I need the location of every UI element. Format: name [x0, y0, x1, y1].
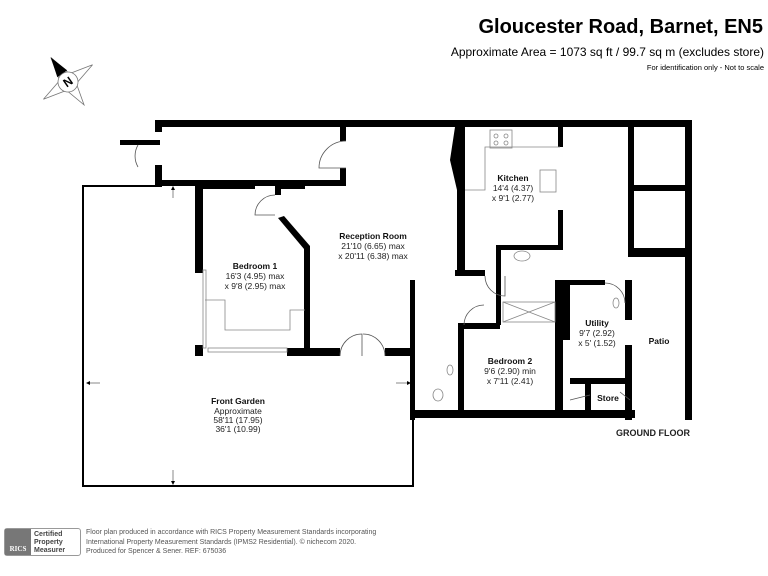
room-name: Utility — [585, 318, 609, 328]
area-summary: Approximate Area = 1073 sq ft / 99.7 sq … — [450, 45, 764, 59]
footer-disclaimer: Floor plan produced in accordance with R… — [86, 528, 376, 557]
garden-outline — [82, 185, 414, 487]
room-reception: Reception Room 21'10 (6.65) max x 20'11 … — [338, 231, 408, 261]
badge-line: Certified — [34, 531, 63, 538]
walls — [120, 120, 692, 420]
room-dimension: x 9'8 (2.95) max — [225, 281, 286, 291]
room-dimension: 9'7 (2.92) — [579, 328, 615, 338]
room-kitchen: Kitchen 14'4 (4.37) x 9'1 (2.77) — [492, 173, 534, 203]
room-dimension: x 5' (1.52) — [578, 338, 616, 348]
room-bedroom-2: Bedroom 2 9'6 (2.90) min x 7'11 (2.41) — [484, 356, 536, 386]
rics-logo: RICS — [5, 529, 31, 555]
room-name: Bedroom 2 — [488, 356, 533, 366]
footer-line: Produced for Spencer & Sener. REF: 67503… — [86, 548, 227, 555]
room-dimension: x 20'11 (6.38) max — [338, 251, 408, 261]
room-dimension: 16'3 (4.95) max — [226, 271, 286, 281]
room-name: Reception Room — [339, 231, 407, 241]
compass-icon: N — [43, 57, 93, 107]
floor-label: GROUND FLOOR — [616, 428, 690, 438]
room-bedroom-1: Bedroom 1 16'3 (4.95) max x 9'8 (2.95) m… — [225, 261, 286, 291]
room-dimension: 9'6 (2.90) min — [484, 366, 536, 376]
room-dimension: 21'10 (6.65) max — [341, 241, 405, 251]
room-name: Kitchen — [497, 173, 528, 183]
room-dimension: x 9'1 (2.77) — [492, 193, 534, 203]
room-utility: Utility 9'7 (2.92) x 5' (1.52) — [578, 318, 616, 348]
room-dimension: 58'11 (17.95) — [213, 415, 262, 425]
room-dimension: Approximate — [214, 406, 262, 416]
room-dimension: 36'1 (10.99) — [215, 424, 260, 434]
room-dimension: x 7'11 (2.41) — [487, 376, 534, 386]
rics-badge: RICS Certified Property Measurer — [4, 528, 81, 556]
rics-logo-text: RICS — [9, 545, 27, 553]
scale-note: For identification only - Not to scale — [646, 63, 764, 72]
room-dimension: 14'4 (4.37) — [493, 183, 534, 193]
fixtures — [134, 129, 631, 402]
room-store: Store — [597, 393, 619, 403]
room-front-garden: Front Garden Approximate 58'11 (17.95) 3… — [211, 396, 265, 434]
room-name: Bedroom 1 — [233, 261, 278, 271]
footer-line: International Property Measurement Stand… — [86, 538, 357, 546]
badge-line: Property — [34, 539, 63, 546]
room-name: Front Garden — [211, 396, 265, 406]
badge-line: Measurer — [34, 547, 66, 554]
room-patio: Patio — [649, 336, 670, 346]
footer-line: Floor plan produced in accordance with R… — [86, 529, 377, 536]
property-title: Gloucester Road, Barnet, EN5 — [478, 16, 763, 38]
